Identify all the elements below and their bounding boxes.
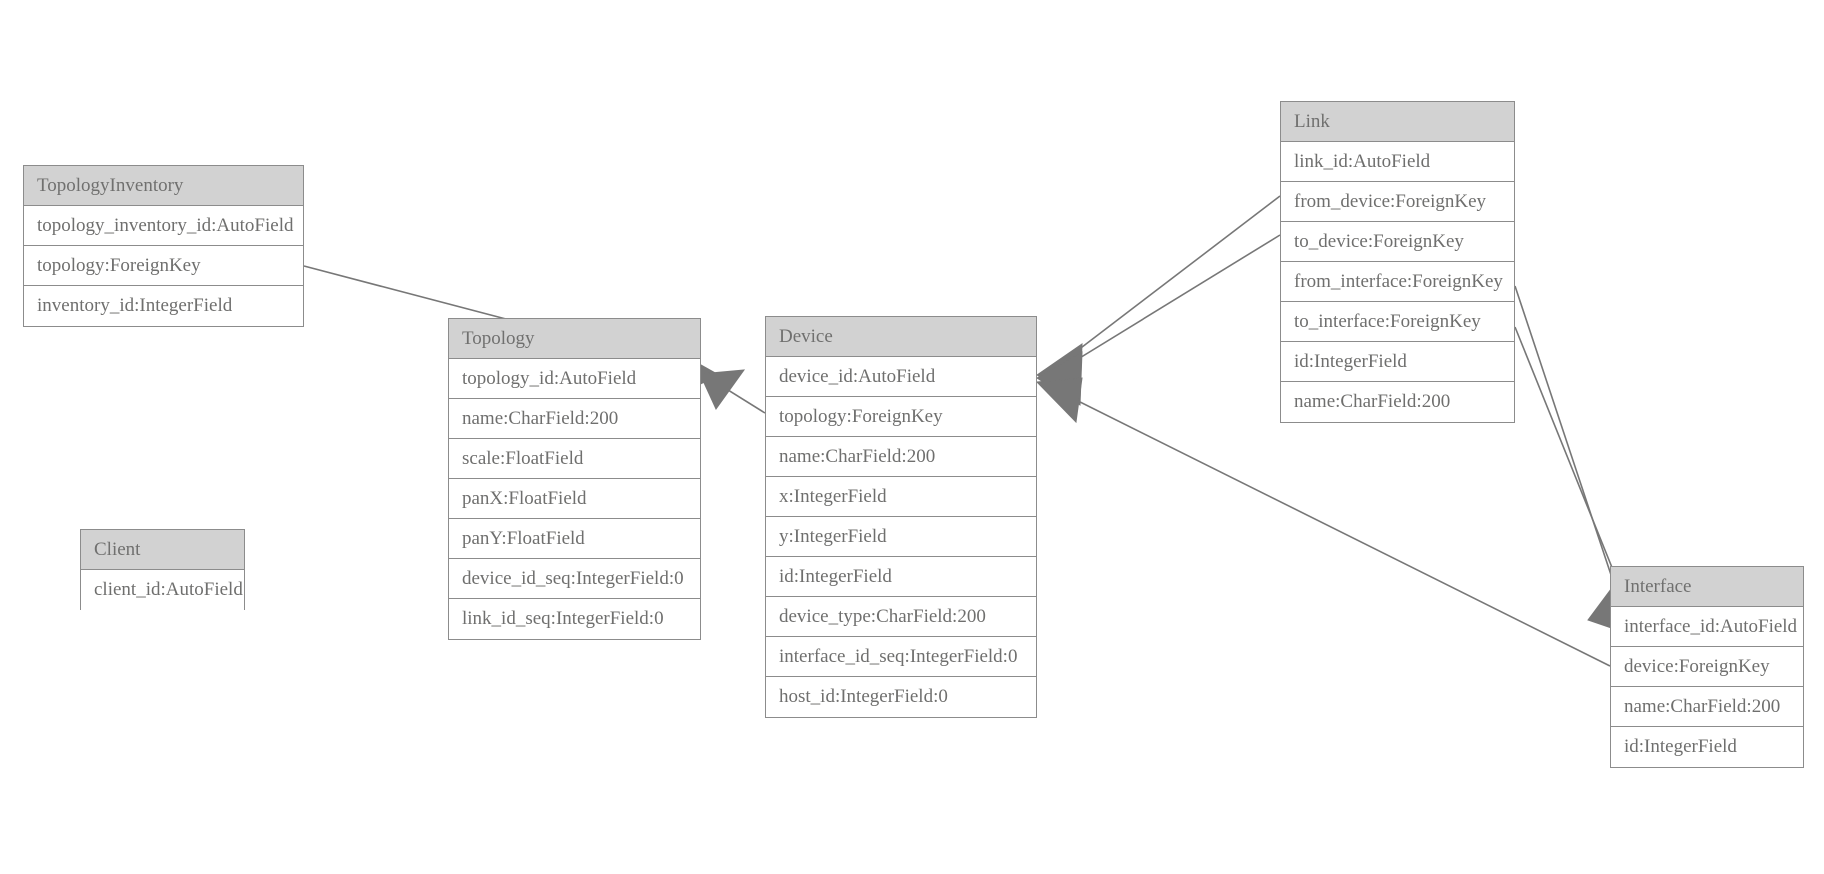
entity-title-client: Client	[81, 530, 244, 570]
entity-field-row: id:IntegerField	[1281, 342, 1514, 382]
entity-field-row: host_id:IntegerField:0	[766, 677, 1036, 717]
entity-field-row: scale:FloatField	[449, 439, 700, 479]
entity-field-row: interface_id:AutoField	[1611, 607, 1803, 647]
entity-field-row: name:CharField:200	[1611, 687, 1803, 727]
entity-field-row: from_device:ForeignKey	[1281, 182, 1514, 222]
entity-field-row: device_id:AutoField	[766, 357, 1036, 397]
relation-arrowhead-icon	[699, 369, 746, 410]
entity-field-row: interface_id_seq:IntegerField:0	[766, 637, 1036, 677]
entity-field-row: to_device:ForeignKey	[1281, 222, 1514, 262]
entity-field-row: topology:ForeignKey	[24, 246, 303, 286]
entity-field-row: inventory_id:IntegerField	[24, 286, 303, 326]
entity-field-row: device_type:CharField:200	[766, 597, 1036, 637]
entity-field-row: link_id_seq:IntegerField:0	[449, 599, 700, 639]
entity-field-row: from_interface:ForeignKey	[1281, 262, 1514, 302]
entity-field-row: y:IntegerField	[766, 517, 1036, 557]
relation-line	[1051, 195, 1281, 371]
entity-field-row: topology_id:AutoField	[449, 359, 700, 399]
entity-field-row: name:CharField:200	[766, 437, 1036, 477]
entity-field-row: link_id:AutoField	[1281, 142, 1514, 182]
entity-field-row: name:CharField:200	[449, 399, 700, 439]
entity-field-row: id:IntegerField	[1611, 727, 1803, 767]
entity-field-row: device:ForeignKey	[1611, 647, 1803, 687]
entity-field-row: panY:FloatField	[449, 519, 700, 559]
relation-arrowhead-icon	[1036, 351, 1083, 406]
entity-field-row: client_id:AutoField	[81, 570, 244, 610]
entity-title-topology: Topology	[449, 319, 700, 359]
entity-title-interface: Interface	[1611, 567, 1803, 607]
entity-title-device: Device	[766, 317, 1036, 357]
entity-field-row: name:CharField:200	[1281, 382, 1514, 422]
relation-line	[1051, 387, 1611, 667]
entity-field-row: topology:ForeignKey	[766, 397, 1036, 437]
entity-title-topology_inventory: TopologyInventory	[24, 166, 303, 206]
entity-field-row: x:IntegerField	[766, 477, 1036, 517]
relation-device-topology	[699, 369, 766, 414]
relation-arrowhead-icon	[1035, 377, 1083, 424]
relation-arrowhead-icon	[1036, 343, 1083, 399]
entity-field-row: device_id_seq:IntegerField:0	[449, 559, 700, 599]
entity-field-row: topology_inventory_id:AutoField	[24, 206, 303, 246]
entity-field-row: to_interface:ForeignKey	[1281, 302, 1514, 342]
relation-line	[711, 379, 766, 414]
entity-title-link: Link	[1281, 102, 1514, 142]
entity-field-row: panX:FloatField	[449, 479, 700, 519]
relation-line	[1051, 234, 1281, 376]
relation-link-to_device	[1036, 234, 1281, 406]
entity-field-row: id:IntegerField	[766, 557, 1036, 597]
relation-link-from_device	[1036, 195, 1281, 399]
